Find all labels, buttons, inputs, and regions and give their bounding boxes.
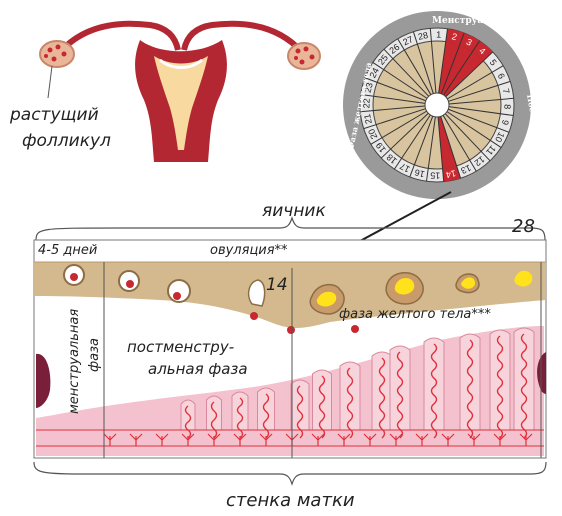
gland-8 (372, 352, 392, 430)
ovulation-label: овуляция** (210, 243, 288, 258)
follicle-1-egg (70, 273, 78, 281)
corpus-luteum-phase-label: фаза желтого тела*** (339, 307, 491, 322)
released-ovum-3 (351, 325, 359, 333)
left-fallopian-tube (60, 24, 178, 52)
dial-phase-menstrual: Менструальная фаза (432, 16, 544, 26)
dial-number-14: 14 (445, 168, 457, 180)
cycle-panel: 4-5 дней овуляция** 14 фаза желтого тела… (34, 240, 546, 458)
ovary-label: яичник (262, 201, 326, 221)
dial-number-8: 8 (502, 104, 512, 109)
postmenstrual-line2: альная фаза (148, 360, 248, 378)
menstrual-phase-line2: фаза (87, 338, 102, 372)
uterus-illustration: растущий фолликул (9, 24, 320, 162)
gland-3 (232, 392, 248, 430)
postmenstrual-line1: постменстру- (127, 338, 234, 356)
follicle-pointer-line (48, 66, 52, 98)
dial-phase-postmenstrual: Постменструальная фаза (525, 94, 556, 214)
ruptured-follicle (249, 280, 265, 306)
gland-2 (207, 396, 222, 430)
uterine-wall-brace (34, 462, 546, 484)
right-ovary (288, 43, 320, 69)
dial-number-15: 15 (430, 170, 440, 180)
ovary-brace (36, 218, 545, 240)
right-fallopian-tube (184, 24, 302, 52)
menstrual-phase-line1: менструальная (67, 309, 82, 414)
follicle-2-egg (126, 280, 134, 288)
dial-number-21: 21 (362, 113, 374, 125)
gland-1 (181, 400, 195, 430)
released-ovum-2 (287, 326, 295, 334)
gland-9 (390, 346, 410, 430)
released-ovum-1 (250, 312, 258, 320)
dial-number-1: 1 (436, 29, 441, 39)
uterine-wall-label: стенка матки (226, 490, 355, 511)
dial-hub (425, 93, 449, 117)
follicle-label-line1: растущий (9, 105, 99, 125)
cycle-day-28: 28 (512, 216, 535, 237)
myometrium-layer (36, 430, 544, 456)
dial-number-28: 28 (417, 30, 429, 42)
ovulation-day-label: 14 (266, 275, 288, 295)
ovum-in-tube (176, 53, 182, 59)
gland-5 (291, 380, 309, 430)
days-label: 4-5 дней (38, 243, 97, 258)
follicle-label-line2: фолликул (22, 131, 111, 151)
follicle-3-egg (173, 292, 181, 300)
